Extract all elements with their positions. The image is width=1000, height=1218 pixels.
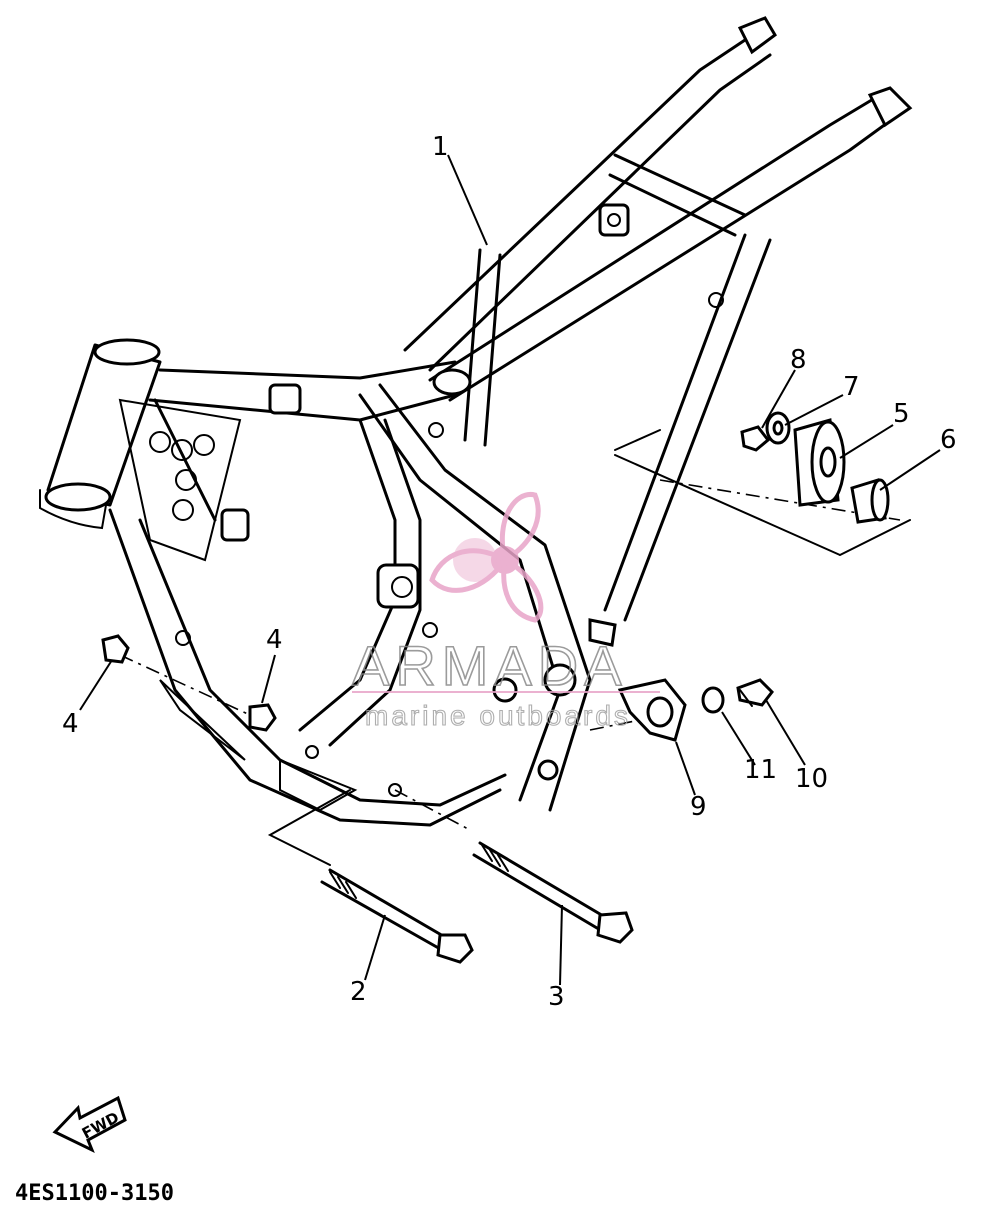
bolt-8 bbox=[740, 425, 771, 452]
bolt-3 bbox=[472, 841, 634, 944]
callout-9: 9 bbox=[690, 792, 707, 822]
washer-11 bbox=[701, 686, 725, 714]
watermark: ARMADA marine outboards bbox=[351, 492, 660, 732]
nut-4-left bbox=[101, 634, 130, 664]
callout-4-left: 4 bbox=[62, 709, 79, 739]
callout-2: 2 bbox=[350, 977, 367, 1007]
callout-3: 3 bbox=[548, 982, 565, 1012]
callout-8: 8 bbox=[790, 345, 807, 375]
main-frame bbox=[39, 16, 913, 827]
callout-5: 5 bbox=[893, 399, 910, 429]
alignment-lines bbox=[119, 429, 911, 866]
watermark-tagline: marine outboards bbox=[365, 700, 631, 731]
bolt-2 bbox=[320, 868, 474, 964]
nut-4-center bbox=[248, 703, 277, 732]
bolt-10 bbox=[736, 678, 774, 707]
leader-lines bbox=[79, 154, 941, 986]
collar-5 bbox=[793, 418, 846, 507]
callout-7: 7 bbox=[843, 372, 860, 402]
watermark-brand: ARMADA bbox=[352, 634, 628, 697]
callout-1: 1 bbox=[432, 132, 449, 162]
propeller-logo bbox=[429, 492, 544, 623]
washer-7 bbox=[765, 411, 791, 445]
callouts: 1 2 3 4 4 5 6 7 8 9 10 11 bbox=[62, 132, 957, 1012]
callout-11: 11 bbox=[744, 755, 777, 785]
fwd-arrow-icon: FWD bbox=[52, 1095, 127, 1154]
callout-10: 10 bbox=[795, 764, 828, 794]
callout-4-center: 4 bbox=[266, 625, 283, 655]
callout-6: 6 bbox=[940, 425, 957, 455]
collar-6 bbox=[850, 478, 890, 524]
bracket-9 bbox=[617, 678, 687, 742]
part-code: 4ES1100-3150 bbox=[15, 1181, 174, 1206]
